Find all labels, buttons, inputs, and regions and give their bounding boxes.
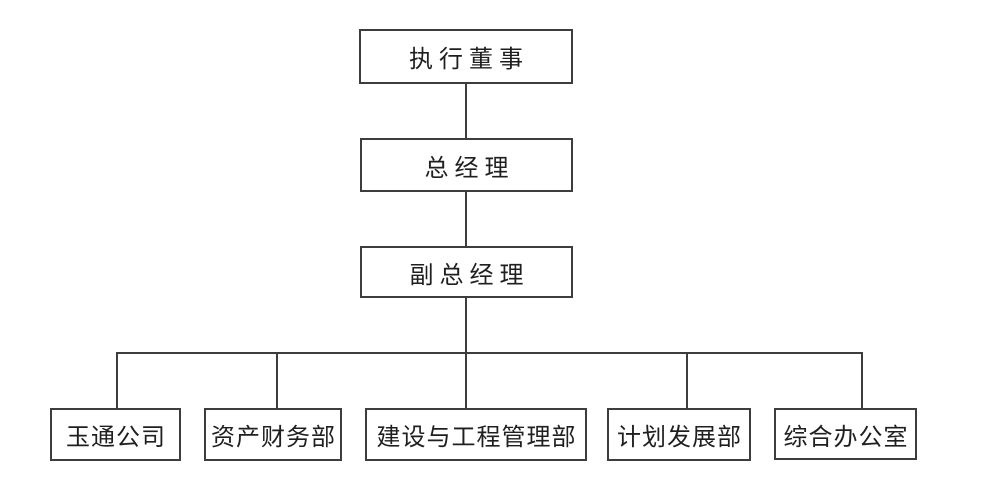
org-node-dept-yutong-company: 玉通公司 [50,408,181,461]
connector-drop-asset-finance [276,354,278,408]
connector-exec-to-gm [465,84,467,138]
org-node-dept-general-office: 综合办公室 [774,408,917,460]
connector-drop-construction-engineering [465,354,467,408]
org-node-dept-asset-finance: 资产财务部 [204,408,342,461]
org-node-deputy-general-manager: 副总经理 [360,246,573,298]
org-node-dept-construction-engineering-management: 建设与工程管理部 [365,408,587,461]
connector-horizontal-bus [116,352,863,354]
connector-gm-to-dgm [465,192,467,246]
org-node-dept-planning-development: 计划发展部 [607,408,751,461]
connector-dgm-to-bus [465,298,467,354]
connector-drop-planning-development [686,354,688,408]
connector-drop-general-office [861,354,863,408]
connector-drop-yutong-company [116,354,118,408]
org-node-general-manager: 总经理 [360,138,573,192]
org-node-executive-director: 执行董事 [359,29,573,84]
